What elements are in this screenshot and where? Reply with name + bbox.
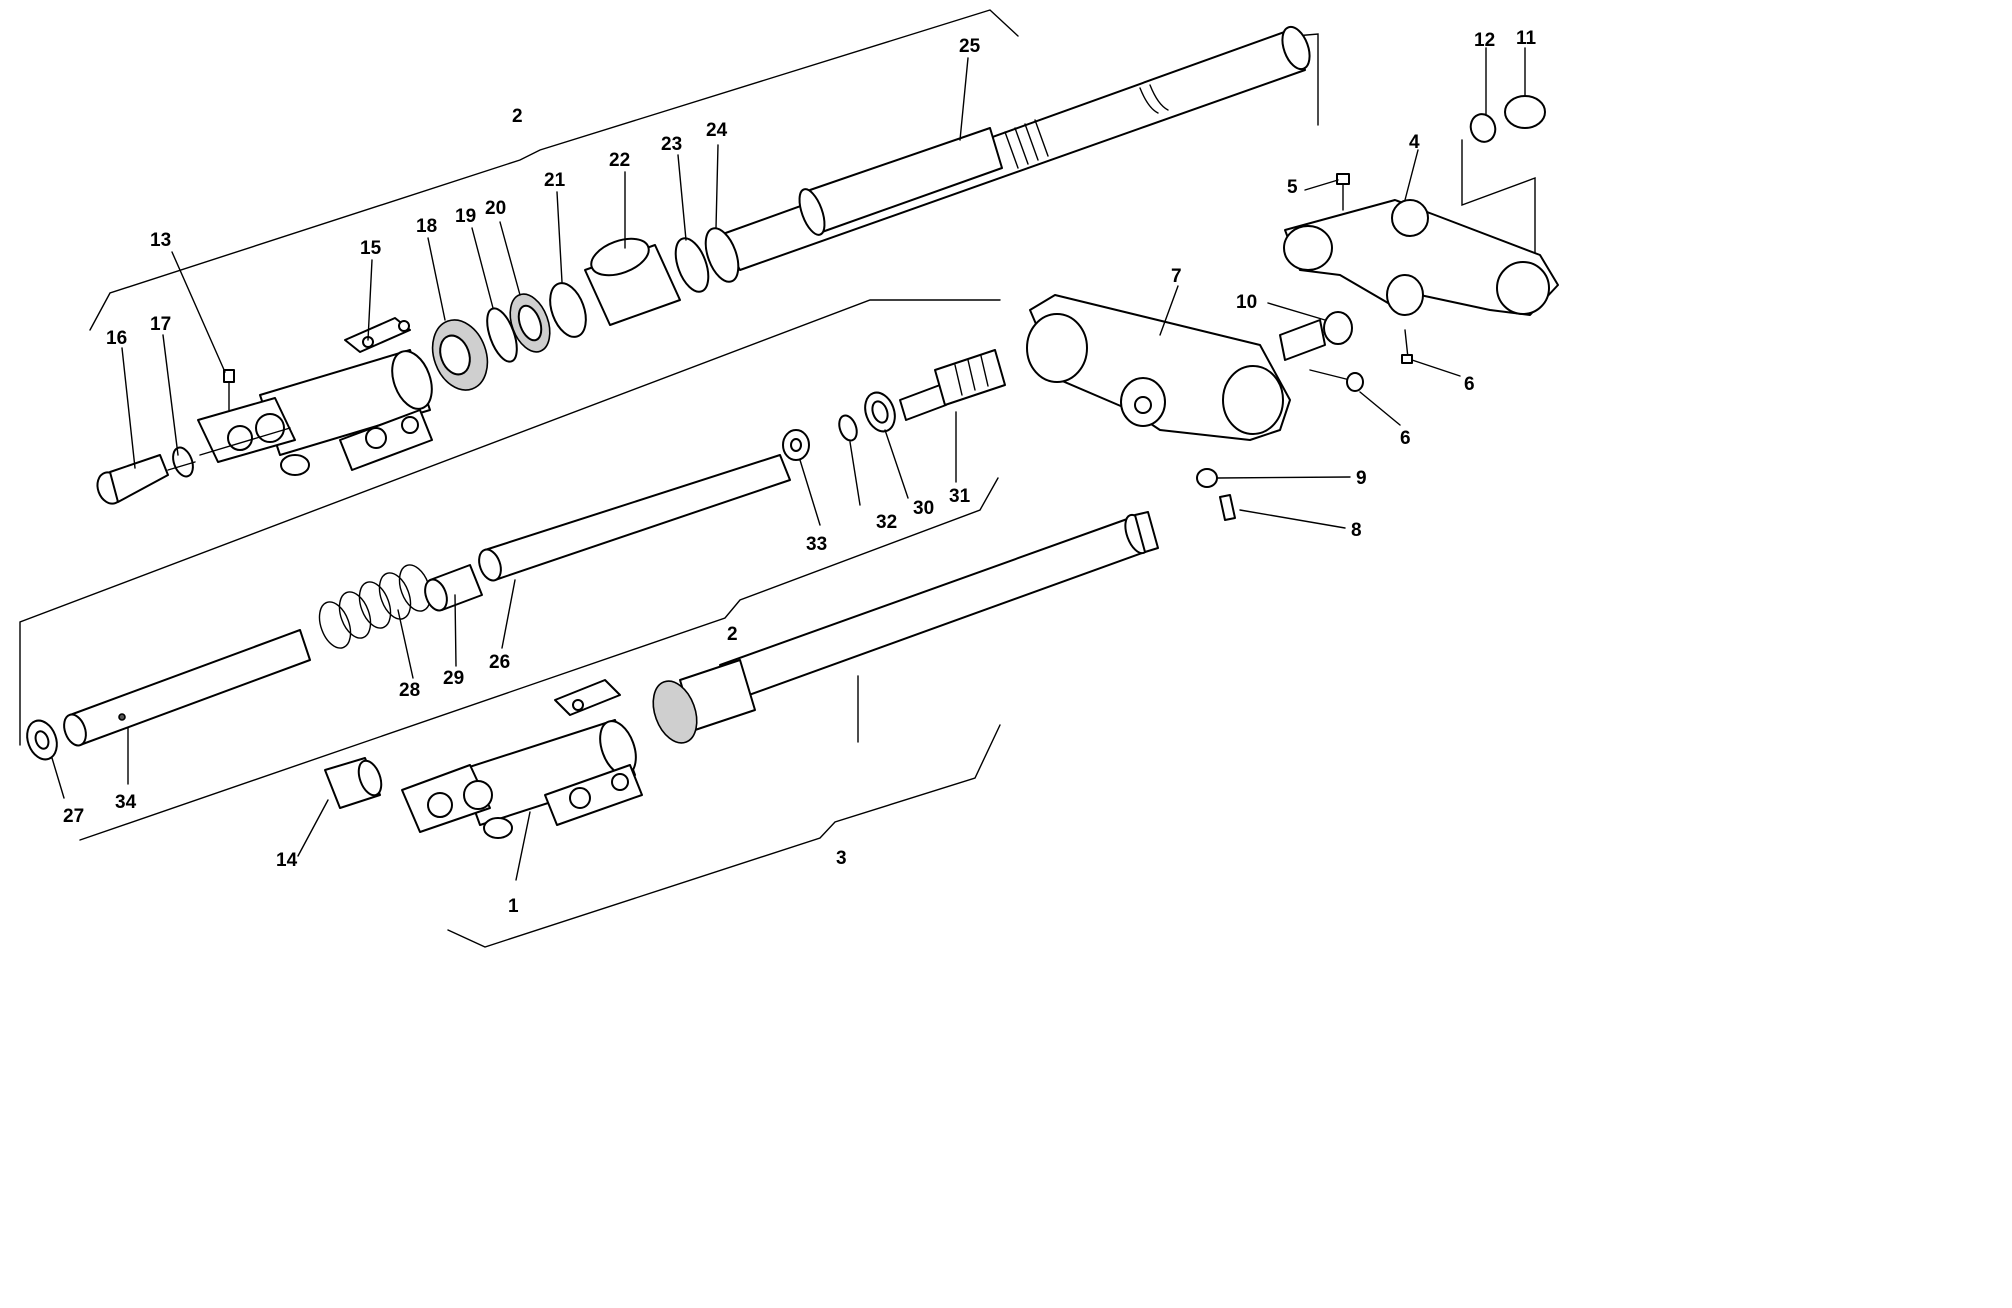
washer-12	[1469, 113, 1497, 143]
label-14: 14	[276, 850, 298, 871]
label-25: 25	[959, 36, 981, 57]
label-23: 23	[661, 134, 682, 155]
lower-triple-clamp-7	[1026, 294, 1291, 441]
label-33: 33	[806, 534, 827, 555]
slider-lower	[401, 679, 643, 839]
screw-8	[1219, 494, 1236, 521]
slider-upper	[197, 317, 433, 476]
label-16: 16	[106, 328, 127, 349]
bracket-3	[447, 724, 1001, 948]
label-13: 13	[150, 230, 171, 251]
label-24: 24	[706, 120, 728, 141]
washer-32	[838, 414, 858, 442]
label-30: 30	[913, 498, 934, 519]
ring-24	[704, 227, 740, 283]
screw-6-large	[1309, 369, 1364, 392]
upper-triple-clamp-4	[1283, 199, 1559, 316]
label-4: 4	[1409, 132, 1420, 153]
label-32: 32	[876, 512, 897, 533]
adjuster-31	[899, 349, 1006, 421]
label-29: 29	[443, 668, 464, 689]
screw-5	[1336, 173, 1350, 211]
label-10: 10	[1236, 292, 1257, 313]
bolt-16	[96, 454, 196, 505]
label-1: 1	[508, 896, 519, 917]
fork-tube-lower	[652, 511, 1159, 744]
sleeve-14	[324, 757, 383, 809]
cartridge-tube-34	[63, 629, 311, 747]
label-3: 3	[836, 848, 847, 869]
label-2-lower: 2	[727, 624, 738, 645]
label-17: 17	[150, 314, 171, 335]
washer-30	[864, 391, 896, 433]
label-28: 28	[399, 680, 420, 701]
stem-10	[1279, 311, 1353, 361]
label-8: 8	[1351, 520, 1362, 541]
label-26: 26	[489, 652, 510, 673]
label-19: 19	[455, 206, 476, 227]
label-21: 21	[544, 170, 566, 191]
label-12: 12	[1474, 30, 1495, 51]
ring-21	[549, 282, 587, 338]
part-labels: 1 2 2 3 4 5 6 6 7 8 9 10 11 12 13 14 15 …	[63, 28, 1537, 917]
bracket-2-lower	[19, 299, 1001, 841]
tube-26	[478, 454, 791, 582]
screw-13	[223, 369, 235, 411]
label-2-upper: 2	[512, 106, 523, 127]
spacer-29	[424, 564, 483, 612]
label-27: 27	[63, 806, 84, 827]
washer-17	[172, 446, 194, 478]
label-20: 20	[485, 198, 506, 219]
label-6-lower: 6	[1400, 428, 1411, 449]
spring-28	[318, 564, 432, 649]
label-31: 31	[949, 486, 971, 507]
fork-exploded-diagram: 1 2 2 3 4 5 6 6 7 8 9 10 11 12 13 14 15 …	[19, 9, 1559, 948]
label-9: 9	[1356, 468, 1367, 489]
label-34: 34	[115, 792, 137, 813]
nut-9	[1196, 468, 1218, 488]
screw-6-small	[1401, 329, 1413, 364]
label-6-upper: 6	[1464, 374, 1475, 395]
cap-nut-11	[1504, 95, 1546, 129]
ring-23	[674, 237, 710, 293]
label-7: 7	[1171, 266, 1182, 287]
bushing-22	[584, 237, 681, 326]
label-15: 15	[360, 238, 382, 259]
label-5: 5	[1287, 177, 1298, 198]
cap-27	[26, 719, 58, 761]
ring-19	[486, 307, 518, 363]
label-22: 22	[609, 150, 630, 171]
bracket-top-clamp	[1461, 139, 1536, 256]
label-18: 18	[416, 216, 437, 237]
nut-33	[782, 429, 810, 461]
leader-lines	[51, 47, 1526, 881]
dust-seal-18	[431, 319, 489, 391]
label-11: 11	[1516, 28, 1537, 49]
fork-tube-upper	[719, 25, 1311, 271]
